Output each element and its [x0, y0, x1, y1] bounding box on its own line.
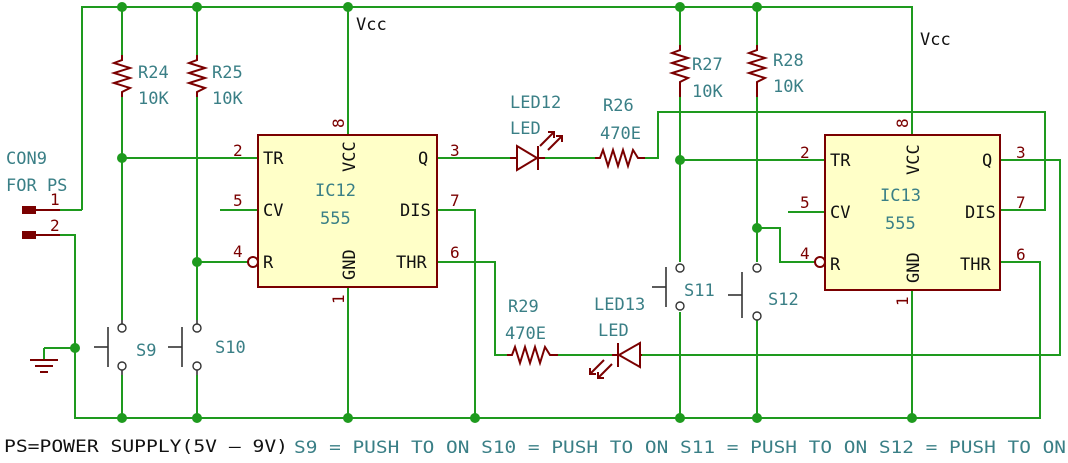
con9-pin1: 1	[50, 190, 60, 209]
ic12-pinnum-vcc: 8	[329, 118, 348, 128]
resistor-r25: R25 10K	[185, 55, 243, 109]
ic13-pin-vcc: VCC	[904, 144, 924, 175]
switch-s12: S12	[728, 263, 799, 321]
ic13-pin-cv: CV	[830, 203, 850, 223]
footer-power-supply-note: PS=POWER SUPPLY(5V – 9V)	[4, 437, 288, 457]
ic13-pinnum-q: 3	[1016, 143, 1026, 162]
resistor-r29: R29 470E	[505, 297, 558, 367]
r25-value: 10K	[212, 89, 243, 109]
ic12-pin-dis: DIS	[400, 201, 431, 221]
ic12-pin-gnd: GND	[340, 249, 360, 280]
ic12-pinnum-thr: 6	[450, 243, 460, 262]
led12-ref: LED12	[510, 93, 561, 113]
r29-ref: R29	[508, 297, 539, 317]
ic13-pinnum-r: 4	[800, 244, 810, 263]
ic12-value: 555	[320, 209, 351, 229]
ic13-pin-gnd: GND	[904, 252, 924, 283]
r24-ref: R24	[138, 63, 169, 83]
ground-symbol	[30, 348, 58, 373]
resistor-r28: R28 10K	[745, 45, 804, 97]
ic12-pin-tr: TR	[263, 149, 284, 169]
ic12-pinnum-r: 4	[233, 242, 243, 261]
con9-ref: CON9	[6, 149, 47, 169]
ic12-pin-r: R	[263, 253, 274, 273]
ic12-pinnum-q: 3	[450, 141, 460, 160]
ic13-pinnum-cv: 5	[800, 193, 810, 212]
ic13-value: 555	[885, 214, 916, 234]
ic13-555-timer: TR CV R Q DIS THR VCC GND IC13 555 2 5 4…	[800, 118, 1026, 306]
switch-s10: S10	[168, 320, 246, 375]
ic12-pinnum-tr: 2	[233, 141, 243, 160]
r27-value: 10K	[692, 82, 723, 102]
con9-pin2: 2	[50, 216, 60, 235]
ic12-pin-cv: CV	[263, 201, 283, 221]
r27-ref: R27	[692, 55, 723, 75]
con9-desc: FOR PS	[6, 176, 67, 196]
ic13-pin-thr: THR	[960, 255, 991, 275]
ic12-555-timer: TR CV R Q DIS THR VCC GND IC12 555 2 5 4…	[233, 118, 460, 304]
resistor-r26: R26 470E	[595, 96, 645, 170]
resistor-r24: R24 10K	[110, 55, 169, 109]
switch-s9: S9	[94, 320, 156, 375]
footer-switch-note: S9 = PUSH TO ON S10 = PUSH TO ON S11 = P…	[294, 438, 1066, 458]
r29-value: 470E	[505, 324, 546, 344]
led12-value: LED	[510, 119, 541, 139]
ic12-pin-q: Q	[418, 149, 428, 169]
led13-value: LED	[598, 321, 629, 341]
junctions	[70, 2, 917, 423]
ic13-pin-r: R	[830, 255, 841, 275]
r26-ref: R26	[603, 96, 634, 116]
resistor-r27: R27 10K	[668, 45, 723, 102]
s9-ref: S9	[136, 341, 156, 361]
s12-ref: S12	[768, 290, 799, 310]
ic13-pinnum-gnd: 1	[893, 296, 912, 306]
ic12-pinnum-dis: 7	[450, 191, 460, 210]
r24-value: 10K	[138, 89, 169, 109]
ic12-pinnum-gnd: 1	[329, 294, 348, 304]
ic13-pinnum-thr: 6	[1016, 245, 1026, 264]
ic12-ref: IC12	[315, 181, 356, 201]
s11-ref: S11	[684, 281, 715, 301]
ic12-pinnum-cv: 5	[233, 191, 243, 210]
ic13-pinnum-dis: 7	[1016, 193, 1026, 212]
ic12-pin-thr: THR	[396, 253, 427, 273]
r26-value: 470E	[600, 124, 641, 144]
ic13-pin-tr: TR	[830, 151, 851, 171]
r28-value: 10K	[773, 77, 804, 97]
vcc-net-label-left: Vcc	[356, 15, 387, 35]
vcc-net-label-right: Vcc	[920, 30, 951, 50]
led13: LED13 LED	[589, 295, 645, 379]
led12: LED12 LED	[510, 93, 563, 172]
led13-ref: LED13	[594, 295, 645, 315]
r25-ref: R25	[212, 63, 243, 83]
ic13-pin-dis: DIS	[965, 203, 996, 223]
s10-ref: S10	[215, 338, 246, 358]
ic13-pin-q: Q	[982, 151, 992, 171]
ic13-pinnum-vcc: 8	[893, 118, 912, 128]
ic13-pinnum-tr: 2	[800, 143, 810, 162]
r28-ref: R28	[773, 51, 804, 71]
switch-s11: S11	[652, 263, 715, 311]
ic12-pin-vcc: VCC	[340, 141, 360, 172]
ic13-ref: IC13	[880, 186, 921, 206]
connector-con9: CON9 FOR PS 1 2	[6, 149, 67, 239]
